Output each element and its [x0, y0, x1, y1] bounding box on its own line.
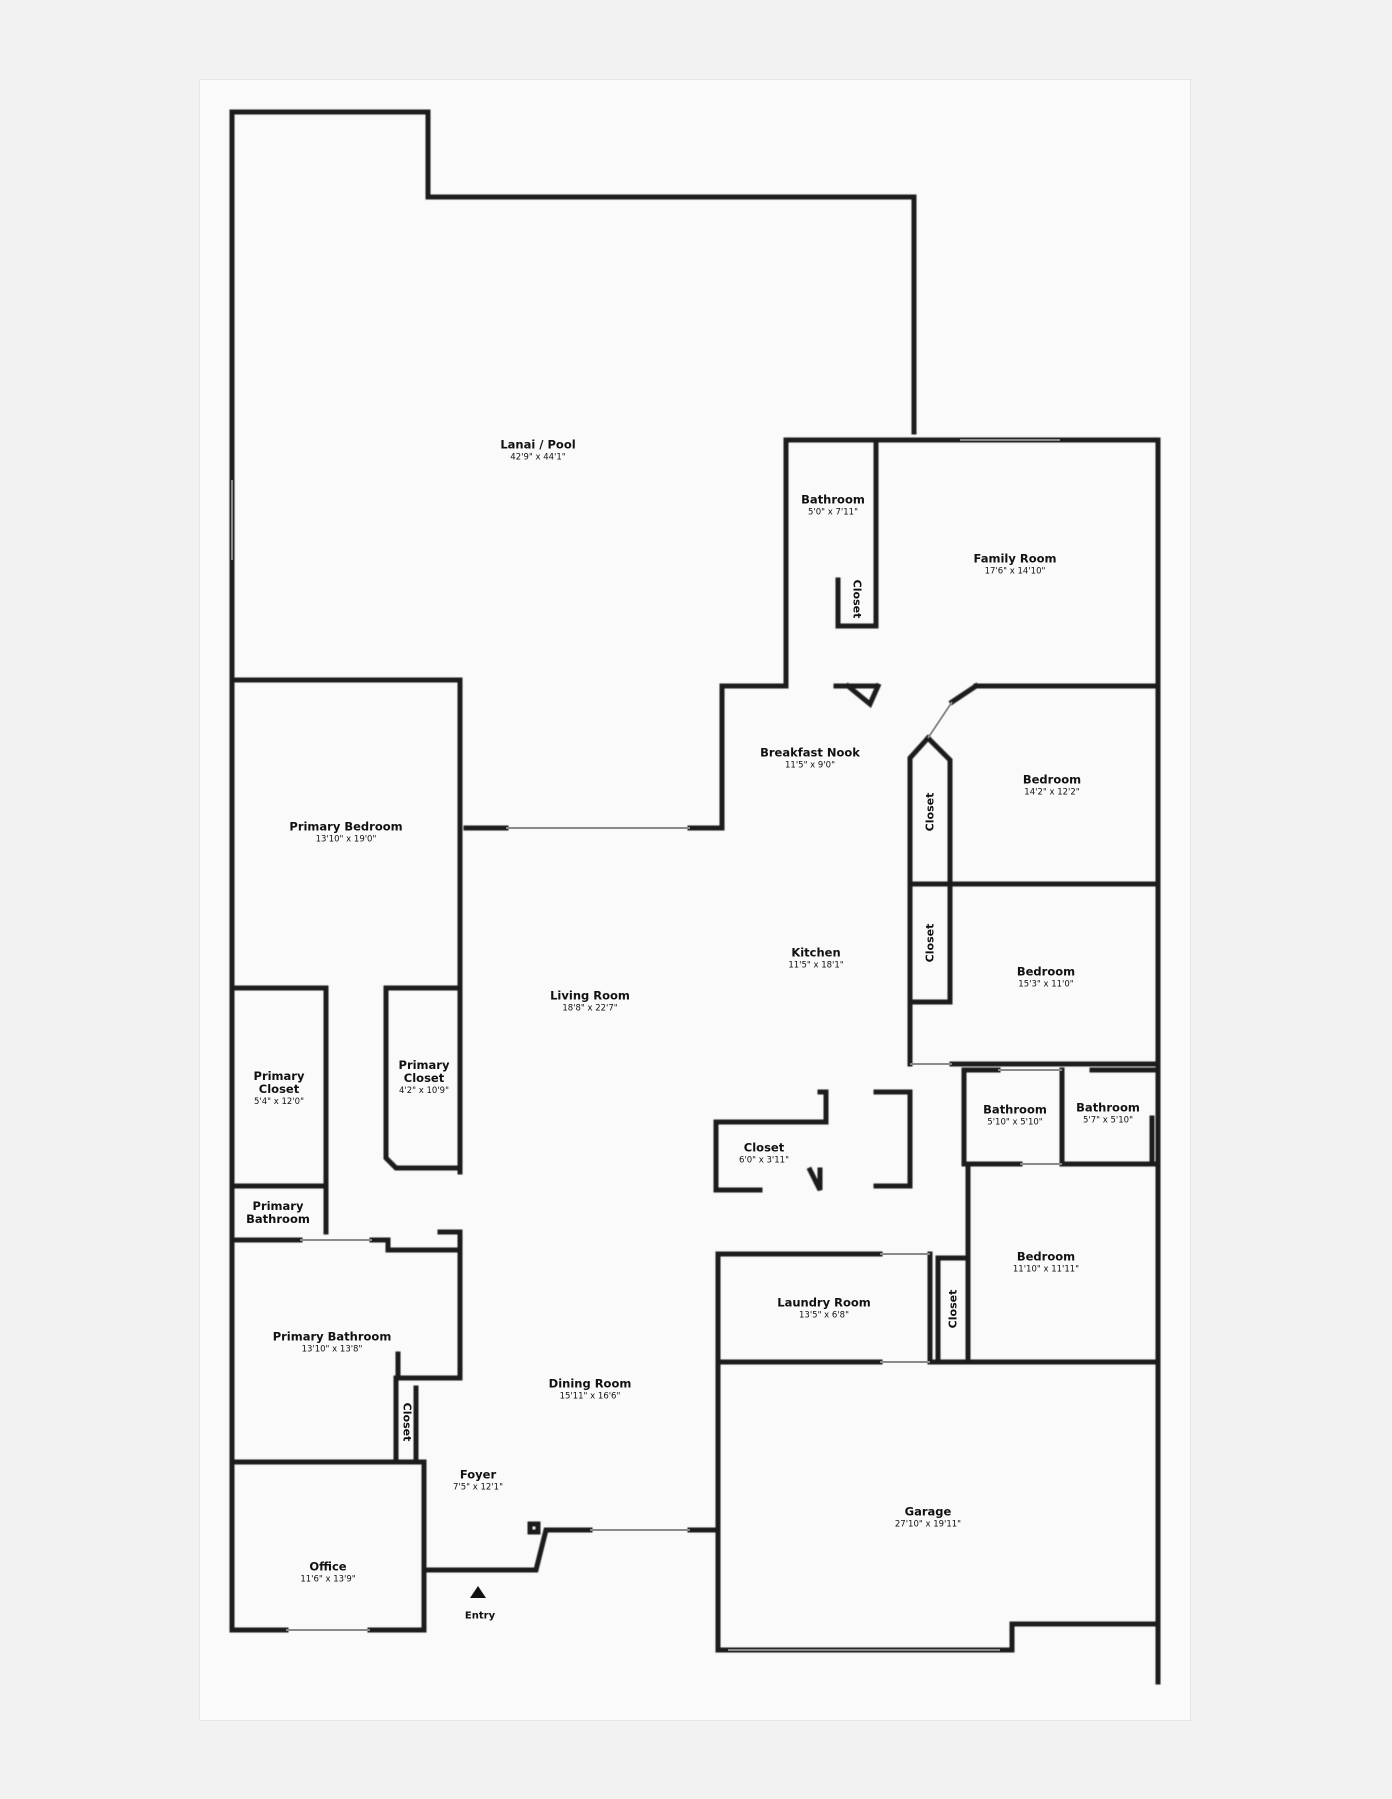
- wall: [844, 682, 882, 709]
- closet-label-4: Closet: [946, 1289, 960, 1329]
- wall: [687, 683, 725, 831]
- wall: [873, 1089, 913, 1189]
- wall: [907, 734, 932, 887]
- wall: [835, 437, 879, 629]
- wall: [527, 1521, 541, 1535]
- closet-label-1: Closet: [850, 579, 864, 619]
- wall: [229, 985, 329, 1235]
- entry-arrow: [470, 1586, 486, 1598]
- wall: [383, 985, 463, 1171]
- plan-sheet: [200, 80, 1190, 1720]
- wall: [437, 1229, 463, 1253]
- closet-label-5: Closet: [400, 1402, 414, 1442]
- wall: [367, 1459, 427, 1633]
- wall: [715, 1621, 1161, 1685]
- wall: [229, 677, 463, 1175]
- wall: [713, 1119, 763, 1193]
- wall: [924, 734, 953, 887]
- closet-label-3: Closet: [923, 923, 937, 963]
- wall: [961, 1067, 1023, 1167]
- wall: [948, 682, 980, 706]
- closet-label-2: Closet: [923, 792, 937, 832]
- entry-label: Entry: [464, 1610, 496, 1622]
- wall: [713, 1089, 829, 1125]
- wall: [421, 1527, 593, 1573]
- room-primary-bathroom-small: Primary Bathroom: [246, 1198, 310, 1226]
- wall: [806, 1166, 823, 1192]
- wall: [783, 437, 1161, 1685]
- wall: [369, 1237, 463, 1381]
- lanai-wall: [229, 109, 917, 435]
